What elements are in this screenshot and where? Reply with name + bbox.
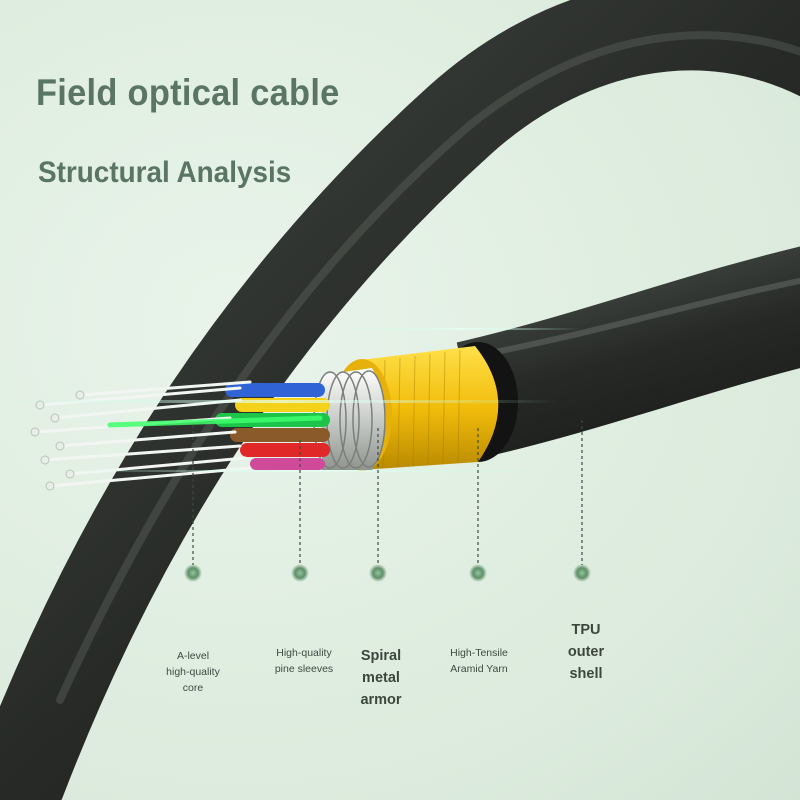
tpu-shell-highlight [479, 277, 800, 358]
aramid-yarn [360, 346, 499, 470]
markers [184, 564, 591, 582]
cable-loop-highlight [56, 31, 800, 704]
marker-armor [369, 564, 387, 582]
marker-core [184, 564, 202, 582]
label-core: A-level high-quality core [166, 650, 220, 694]
marker-sleeves [291, 564, 309, 582]
marker-shell [573, 564, 591, 582]
marker-aramid [469, 564, 487, 582]
label-sleeves: High-quality pine sleeves [274, 647, 334, 675]
label-shell: TPU outer shell [567, 622, 605, 682]
label-aramid: High-Tensile Aramid Yarn [450, 647, 508, 675]
light-streaks [0, 328, 580, 472]
page-subtitle: Structural Analysis [38, 156, 292, 189]
tpu-shell-body [456, 246, 800, 458]
page-title: Field optical cable [36, 72, 340, 113]
label-armor: Spiral metal armor [360, 648, 402, 708]
